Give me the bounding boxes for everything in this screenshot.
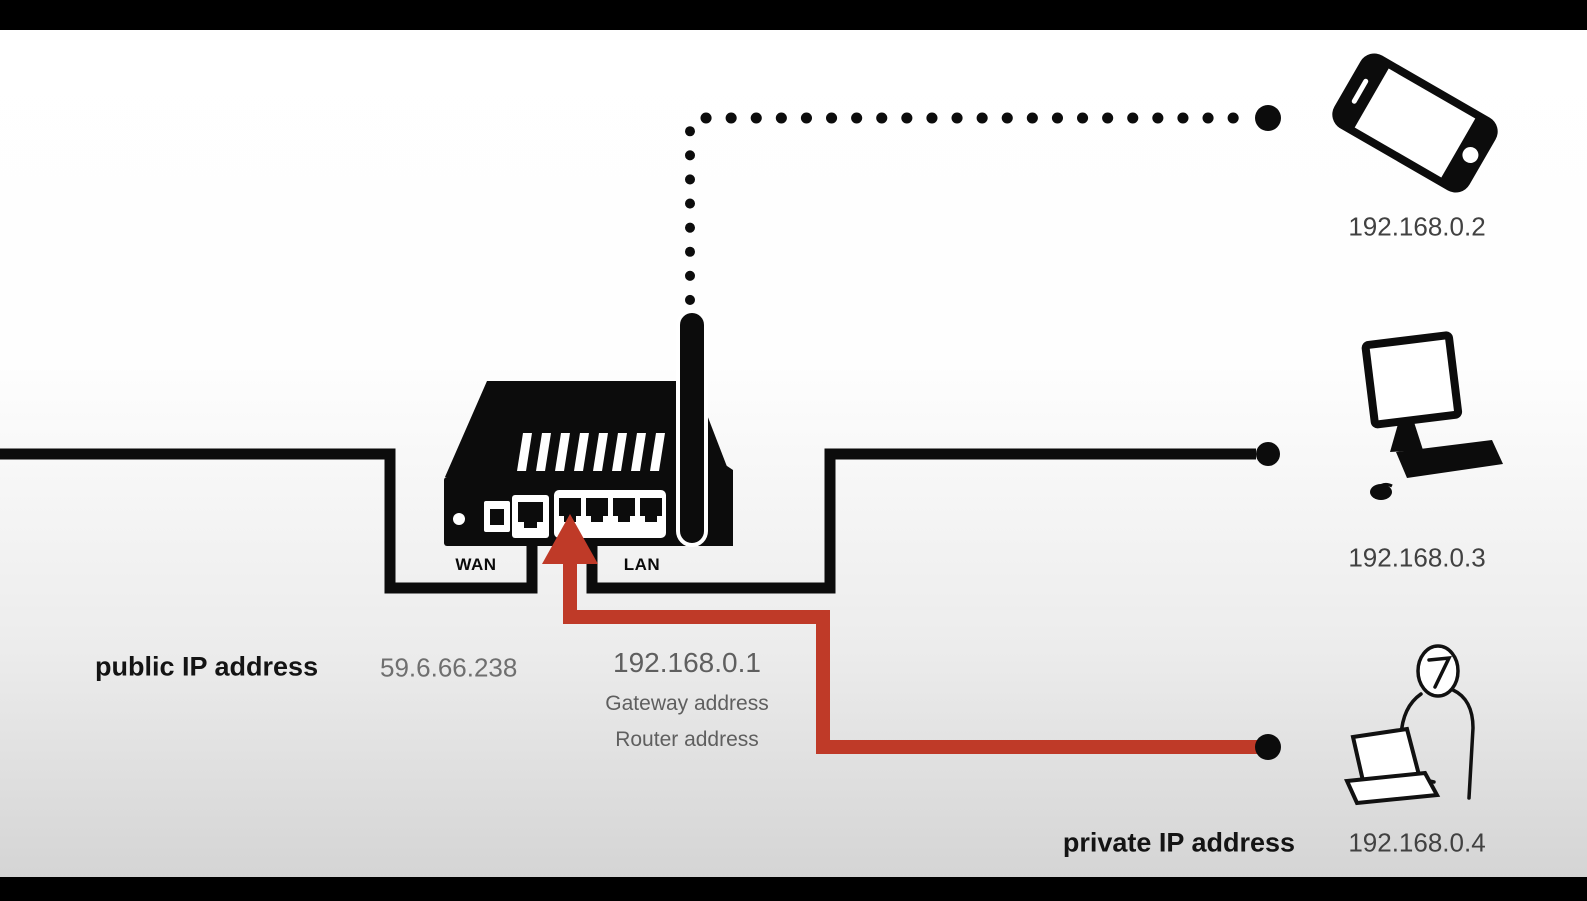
- public-ip-label: public IP address: [95, 651, 319, 682]
- monitor-stand: [1390, 422, 1423, 452]
- router-address-label: Router address: [615, 728, 759, 751]
- lan-port-icons: [559, 498, 662, 522]
- desktop-ip: 192.168.0.3: [1348, 542, 1486, 573]
- desktop-icon: [1361, 331, 1503, 500]
- router-icon: [444, 309, 733, 547]
- person-face-mark: [1427, 655, 1452, 689]
- laptop-connection-dot: [1255, 734, 1281, 760]
- phone-ip: 192.168.0.2: [1348, 211, 1486, 242]
- laptop-base: [1344, 770, 1441, 806]
- phone-icon: [1332, 53, 1498, 193]
- desktop-connection-dot: [1256, 442, 1280, 466]
- bottom-letterbox-bar: [0, 877, 1587, 901]
- keyboard: [1396, 440, 1503, 478]
- arrow-up-icon: [542, 514, 598, 564]
- private-ip-label: private IP address: [1062, 827, 1295, 858]
- gateway-ip: 192.168.0.1: [613, 647, 761, 678]
- router-power-jack-pin: [490, 509, 504, 525]
- phone-connection-dot: [1255, 105, 1281, 131]
- wan-cable: [0, 448, 538, 594]
- router-lan-port-panel: [554, 490, 666, 538]
- wifi-dotted-link: [685, 112, 1246, 305]
- wan-port-icon: [518, 502, 543, 528]
- person-head: [1416, 644, 1460, 698]
- laptop-ip: 192.168.0.4: [1348, 827, 1486, 858]
- router-vents: [517, 433, 665, 471]
- public-ip-value: 59.6.66.238: [380, 652, 518, 683]
- antenna-icon: [676, 309, 708, 547]
- wan-label: WAN: [455, 555, 497, 574]
- top-letterbox-bar: [0, 0, 1587, 30]
- lan-cable-desktop: [586, 448, 1256, 594]
- lan-label: LAN: [623, 555, 661, 574]
- mouse: [1370, 484, 1392, 500]
- nat-red-link: [542, 514, 1258, 754]
- antenna-holder: [706, 452, 733, 546]
- router-power-led: [453, 513, 465, 525]
- person-back: [1451, 688, 1475, 800]
- person-laptop-icon: [1344, 644, 1475, 806]
- gateway-address-label: Gateway address: [605, 692, 769, 715]
- red-cable: [563, 552, 1258, 754]
